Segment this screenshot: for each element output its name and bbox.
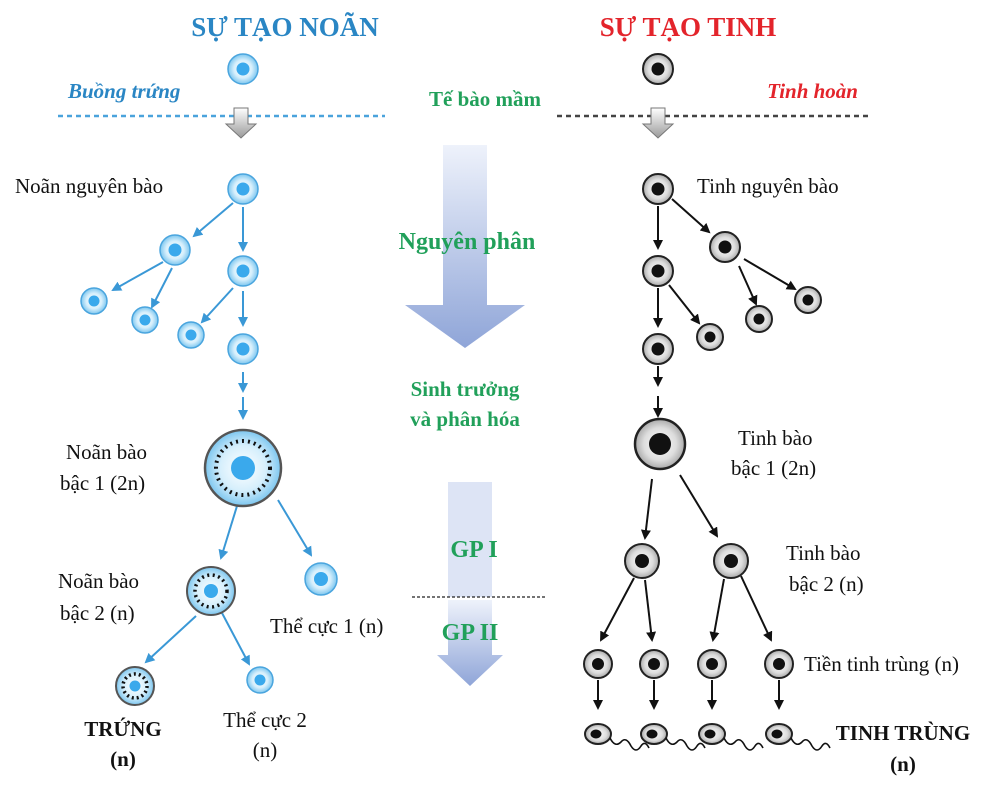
- spermatogonium-label: Tinh nguyên bào: [697, 174, 839, 198]
- primary-spermatocyte-label-line2: bậc 1 (2n): [731, 456, 816, 480]
- spermatid-cell: [697, 649, 727, 679]
- sperm-label-line2: (n): [890, 752, 916, 776]
- secondary-spermatocyte-label-line1: Tinh bào: [786, 541, 861, 565]
- spermatogenesis-arrows: [593, 198, 797, 710]
- sperm-cell: [640, 723, 706, 751]
- germ-cell-label: Tế bào mầm: [429, 87, 542, 111]
- primary-oocyte-cell: [203, 428, 283, 508]
- oogonium-cell-small: [131, 306, 159, 334]
- oogonium-daughter-cell: [159, 234, 191, 266]
- spermatogenesis-title: SỰ TẠO TINH: [600, 12, 777, 42]
- testis-down-arrow-icon: [641, 107, 675, 139]
- secondary-spermatocyte-cell: [624, 543, 660, 579]
- spermatogenesis-cells: [583, 53, 822, 679]
- testis-label: Tinh hoàn: [767, 79, 858, 103]
- secondary-oocyte-label-line1: Noãn bào: [58, 569, 139, 593]
- polar-body-1-label: Thể cực 1 (n): [270, 614, 383, 638]
- spermatogonium-cell-small: [794, 286, 822, 314]
- egg-label-line2: (n): [110, 747, 136, 771]
- secondary-spermatocyte-label-line2: bậc 2 (n): [789, 572, 864, 596]
- sperm-cell: [765, 723, 831, 751]
- spermatid-cell: [583, 649, 613, 679]
- ovary-down-arrow-icon: [224, 107, 258, 139]
- oogonium-daughter-cell: [227, 255, 259, 287]
- oogonium-cell-small: [177, 321, 205, 349]
- meiosis-arrow-icon: [437, 600, 503, 686]
- egg-cell: [115, 666, 155, 706]
- oogonium-cell: [227, 333, 259, 365]
- oogonium-cell: [227, 173, 259, 205]
- spermatogonium-daughter-cell: [642, 255, 674, 287]
- oogonium-label: Noãn nguyên bào: [15, 174, 163, 198]
- oogenesis-arrows: [111, 202, 313, 666]
- germ-cell-gray: [642, 53, 674, 85]
- meiosis2-label: GP II: [442, 620, 499, 646]
- spermatid-cell: [639, 649, 669, 679]
- oogenesis-cells: [80, 53, 338, 706]
- spermatid-cell: [764, 649, 794, 679]
- spermatogonium-daughter-cell: [709, 231, 741, 263]
- spermatogonium-cell: [642, 333, 674, 365]
- spermatid-label: Tiền tinh trùng (n): [804, 652, 959, 676]
- polar-body-1-cell: [304, 562, 338, 596]
- mitosis-arrow-icon: [405, 145, 525, 348]
- sperm-cell: [584, 723, 650, 751]
- spermatogonium-cell-small: [696, 323, 724, 351]
- spermatogonium-cell-small: [745, 305, 773, 333]
- primary-oocyte-label-line2: bậc 1 (2n): [60, 471, 145, 495]
- growth-label-line1: Sinh trưởng: [411, 377, 520, 401]
- growth-label-line2: và phân hóa: [410, 407, 520, 431]
- polar-body-2-label-line2: (n): [253, 738, 278, 762]
- secondary-spermatocyte-cell: [713, 543, 749, 579]
- oogonium-cell-small: [80, 287, 108, 315]
- primary-oocyte-label-line1: Noãn bào: [66, 440, 147, 464]
- sperm-label-line1: TINH TRÙNG: [836, 721, 970, 745]
- sperm-cells: [584, 723, 831, 751]
- spermatogonium-cell: [642, 173, 674, 205]
- sperm-cell: [698, 723, 764, 751]
- oogenesis-title: SỰ TẠO NOÃN: [191, 12, 379, 42]
- meiosis1-label: GP I: [450, 537, 497, 563]
- polar-body-2-label-line1: Thể cực 2: [223, 708, 307, 732]
- ovary-label: Buồng trứng: [67, 79, 180, 103]
- meiosis-arrow-shaft: [448, 482, 492, 597]
- secondary-oocyte-cell: [186, 566, 236, 616]
- mitosis-label: Nguyên phân: [399, 229, 536, 255]
- secondary-oocyte-label-line2: bậc 2 (n): [60, 601, 135, 625]
- primary-spermatocyte-cell: [633, 417, 687, 471]
- egg-label-line1: TRỨNG: [84, 717, 161, 741]
- germ-cell-blue: [227, 53, 259, 85]
- polar-body-2-cell: [246, 666, 274, 694]
- primary-spermatocyte-label-line1: Tinh bào: [738, 426, 813, 450]
